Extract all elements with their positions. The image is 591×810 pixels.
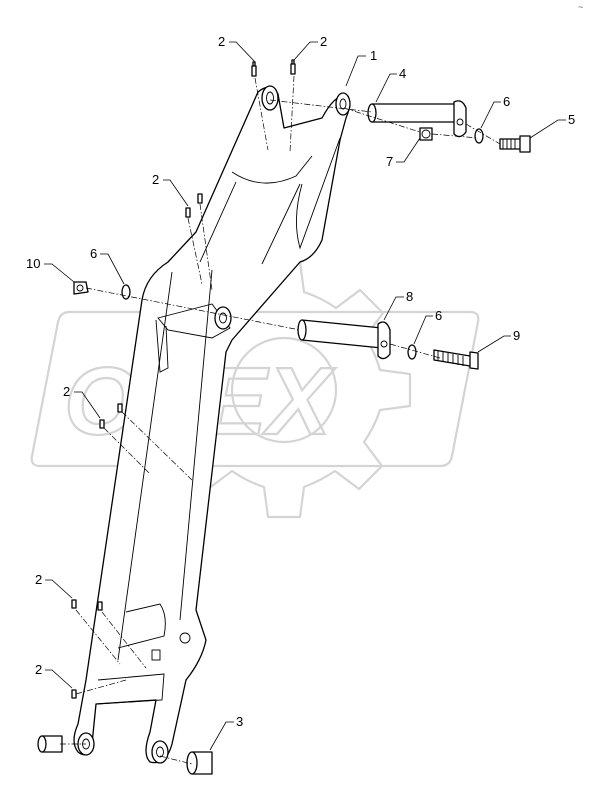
grease-fitting-lower-b bbox=[97, 601, 103, 611]
pin-4-plate-hole bbox=[456, 118, 464, 126]
boom-inner-edge bbox=[179, 269, 213, 621]
callout-10: 10 bbox=[26, 256, 40, 271]
boom-left-edge bbox=[117, 271, 173, 661]
pin-4-end bbox=[367, 103, 377, 123]
callout-2-top-right: 2 bbox=[320, 34, 327, 49]
pin-8-plate-hole bbox=[380, 340, 388, 348]
boom-upper-rib bbox=[199, 181, 301, 265]
callout-1: 1 bbox=[370, 48, 377, 63]
centerline-fitting-lower bbox=[75, 609, 147, 669]
centerline-fitting-middle bbox=[103, 411, 193, 481]
washer-6-top bbox=[474, 128, 484, 144]
grease-fitting-middle-b bbox=[117, 403, 123, 413]
bolt-9-thread bbox=[437, 351, 464, 366]
boom-upper-plate bbox=[231, 155, 313, 184]
grease-fitting-middle-a bbox=[99, 419, 105, 429]
grease-fitting-top-right bbox=[290, 59, 296, 75]
callout-5: 5 bbox=[568, 112, 575, 127]
callout-6-middle: 6 bbox=[435, 308, 442, 323]
washer-6-left bbox=[121, 284, 131, 300]
nut-10-bore bbox=[76, 284, 84, 292]
boom-top-left-bore bbox=[266, 91, 274, 105]
grease-fitting-top-left bbox=[251, 61, 257, 77]
boom-bottom-right-eye bbox=[151, 740, 169, 764]
callout-2-upper: 2 bbox=[152, 172, 159, 187]
boom-top-right-eye bbox=[335, 92, 351, 116]
callout-2-top-left: 2 bbox=[218, 34, 225, 49]
callout-9: 9 bbox=[513, 328, 520, 343]
boom-mid-lug bbox=[155, 319, 169, 373]
centerline-fitting-upper bbox=[187, 203, 213, 291]
centerline-bushing bbox=[60, 743, 193, 765]
bolt-5-thread bbox=[502, 139, 516, 149]
pin-8-plate bbox=[377, 321, 391, 360]
center-lines bbox=[60, 75, 501, 765]
centerline-fitting-top bbox=[254, 75, 295, 153]
pin-8-end bbox=[297, 319, 307, 341]
boom-lower-cross bbox=[95, 673, 165, 705]
bolt-7-head bbox=[421, 129, 431, 139]
boom-right-flange bbox=[295, 137, 341, 250]
boom-mid-bore bbox=[219, 312, 227, 324]
bushings bbox=[37, 735, 213, 775]
boom-top-right-bore bbox=[339, 98, 347, 110]
callout-6-left: 6 bbox=[90, 246, 97, 261]
centerline-fitting-bottom bbox=[75, 679, 127, 695]
boom-arm bbox=[73, 85, 351, 764]
corner-mark: ~ bbox=[578, 2, 583, 12]
watermark-gear-hub bbox=[230, 336, 338, 444]
callout-3: 3 bbox=[236, 714, 243, 729]
watermark-badge bbox=[30, 310, 480, 468]
centerline-top-hardware bbox=[343, 107, 479, 139]
pin-4 bbox=[371, 103, 459, 123]
callout-2-lower: 2 bbox=[35, 572, 42, 587]
bushing-left-face bbox=[37, 735, 47, 753]
callout-4: 4 bbox=[399, 66, 406, 81]
bolt-9 bbox=[433, 349, 479, 370]
pin-8 bbox=[301, 319, 383, 349]
callout-2-bottom: 2 bbox=[35, 662, 42, 677]
callout-7: 7 bbox=[386, 154, 393, 169]
callout-8: 8 bbox=[406, 289, 413, 304]
bushing-3-face bbox=[186, 751, 198, 775]
boom-bottom-right-bore bbox=[156, 746, 164, 758]
boom-bottom-left-bore bbox=[82, 738, 90, 750]
callout-6-top: 6 bbox=[503, 94, 510, 109]
boom-lower-plate bbox=[117, 603, 166, 649]
middle-pin-assembly bbox=[73, 281, 479, 370]
grease-fitting-bottom bbox=[71, 689, 77, 699]
nut-10 bbox=[73, 281, 89, 295]
centerline-middle bbox=[85, 287, 441, 359]
boom-mid-eye bbox=[214, 306, 232, 330]
callout-2-middle: 2 bbox=[63, 384, 70, 399]
boom-lower-block bbox=[151, 649, 161, 661]
centerline-top bbox=[269, 99, 501, 145]
boom-top-left-eye bbox=[261, 85, 279, 111]
callout-labels: 1 2 2 2 2 2 2 3 4 5 6 6 6 7 8 9 10 bbox=[26, 34, 575, 729]
grease-fitting-upper-mid-b bbox=[197, 193, 203, 204]
washer-6-middle bbox=[407, 344, 417, 360]
grease-fitting-upper-mid-a bbox=[185, 207, 191, 218]
boom-lower-boss bbox=[179, 632, 191, 644]
leader-lines bbox=[44, 41, 566, 751]
grease-fitting-lower-a bbox=[71, 599, 77, 609]
